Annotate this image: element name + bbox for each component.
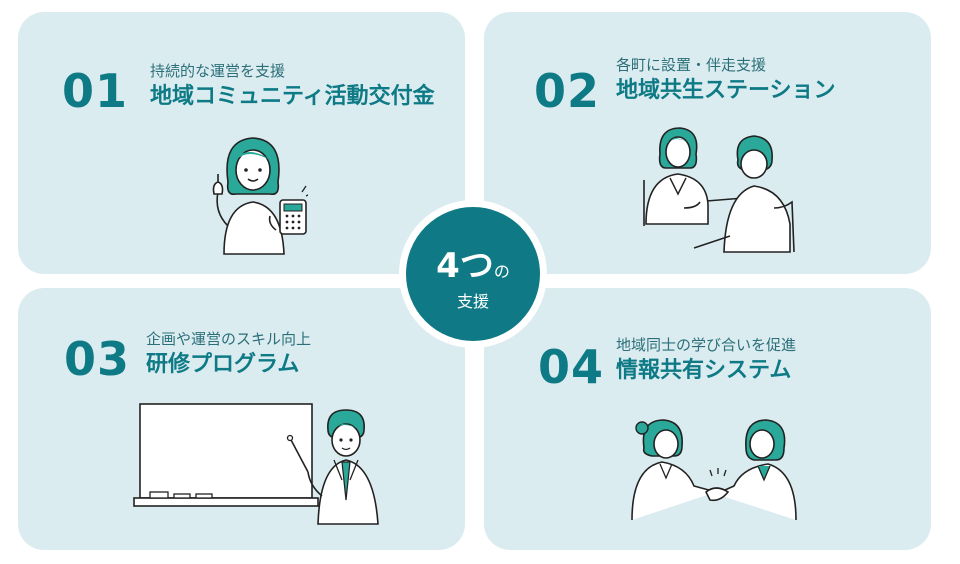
card-subtitle: 地域同士の学び合いを促進 xyxy=(616,336,797,354)
card-subtitle: 企画や運営のスキル向上 xyxy=(146,330,312,348)
card-subtitle: 持続的な運営を支援 xyxy=(150,62,286,80)
card-number: 02 xyxy=(534,64,601,118)
support-card-2: 02 各町に設置・伴走支援 地域共生ステーション xyxy=(484,12,931,274)
card-title: 地域共生ステーション xyxy=(616,78,836,103)
support-card-1: 01 持続的な運営を支援 地域コミュニティ活動交付金 xyxy=(18,12,465,274)
badge-heading: 4つの xyxy=(406,249,540,289)
card-number: 01 xyxy=(62,64,129,118)
woman-with-calculator-icon xyxy=(212,137,308,255)
card-subtitle: 各町に設置・伴走支援 xyxy=(616,56,767,74)
card-title: 研修プログラム xyxy=(146,352,300,377)
four-supports-badge: 4つの 支援 xyxy=(399,200,547,348)
badge-number: 4 xyxy=(436,246,460,286)
badge-no: の xyxy=(493,262,510,281)
consultation-icon xyxy=(643,127,795,253)
support-card-4: 04 地域同士の学び合いを促進 情報共有システム xyxy=(484,288,931,550)
card-number: 04 xyxy=(538,340,605,394)
card-title: 情報共有システム xyxy=(616,358,792,383)
badge-label: 支援 xyxy=(456,292,489,311)
handshake-icon xyxy=(631,419,797,521)
support-card-3: 03 企画や運営のスキル向上 研修プログラム xyxy=(18,288,465,550)
card-number: 03 xyxy=(64,332,131,386)
card-title: 地域コミュニティ活動交付金 xyxy=(150,84,435,109)
badge-tsu: つ xyxy=(459,246,494,286)
teacher-whiteboard-icon xyxy=(133,403,379,525)
